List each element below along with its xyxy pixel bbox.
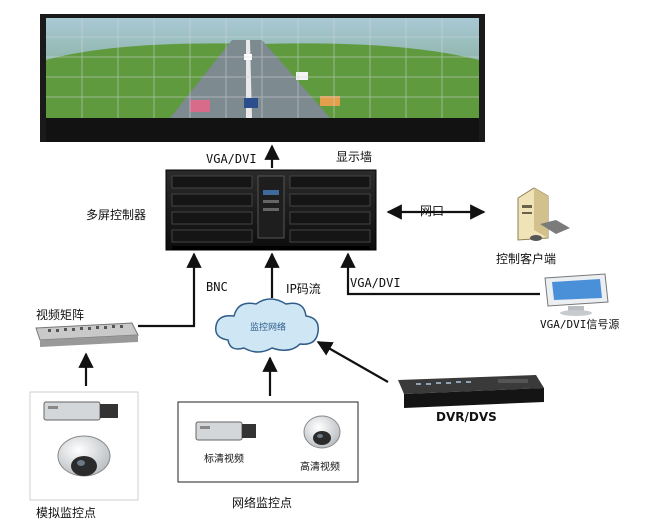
monitor-icon <box>544 273 609 316</box>
dome-camera-icon <box>57 435 111 477</box>
network-port-label: 网口 <box>420 204 445 218</box>
dome-camera-icon <box>303 415 341 449</box>
client-computer-icon <box>517 187 570 241</box>
vga-dvi-mid-label: VGA/DVI <box>350 276 401 290</box>
vga-dvi-top-label: VGA/DVI <box>206 152 257 166</box>
analog-points-label: 模拟监控点 <box>36 506 97 520</box>
hd-video-label: 高清视频 <box>300 462 340 473</box>
cloud-label: 监控网络 <box>250 323 287 333</box>
dvr-dvs-label: DVR/DVS <box>436 410 497 424</box>
sd-video-label: 标清视频 <box>204 454 244 465</box>
controller-label: 多屏控制器 <box>86 208 147 222</box>
display-wall-label: 显示墙 <box>336 150 373 164</box>
video-matrix-icon <box>35 322 139 347</box>
multi-screen-controller-icon <box>165 169 377 251</box>
control-client-label: 控制客户端 <box>496 252 557 266</box>
ip-stream-label: IP码流 <box>286 282 321 296</box>
dvr-recorder-icon <box>398 375 544 408</box>
video-wall-icon <box>40 14 485 142</box>
cloud-network-icon <box>215 298 319 353</box>
video-matrix-label: 视频矩阵 <box>36 308 85 322</box>
box-camera-icon <box>43 401 118 421</box>
bnc-label: BNC <box>206 280 228 294</box>
vga-dvi-source-label: VGA/DVI信号源 <box>540 318 620 331</box>
box-camera-icon <box>195 421 256 441</box>
network-points-label: 网络监控点 <box>232 496 293 510</box>
connectors <box>78 144 540 396</box>
